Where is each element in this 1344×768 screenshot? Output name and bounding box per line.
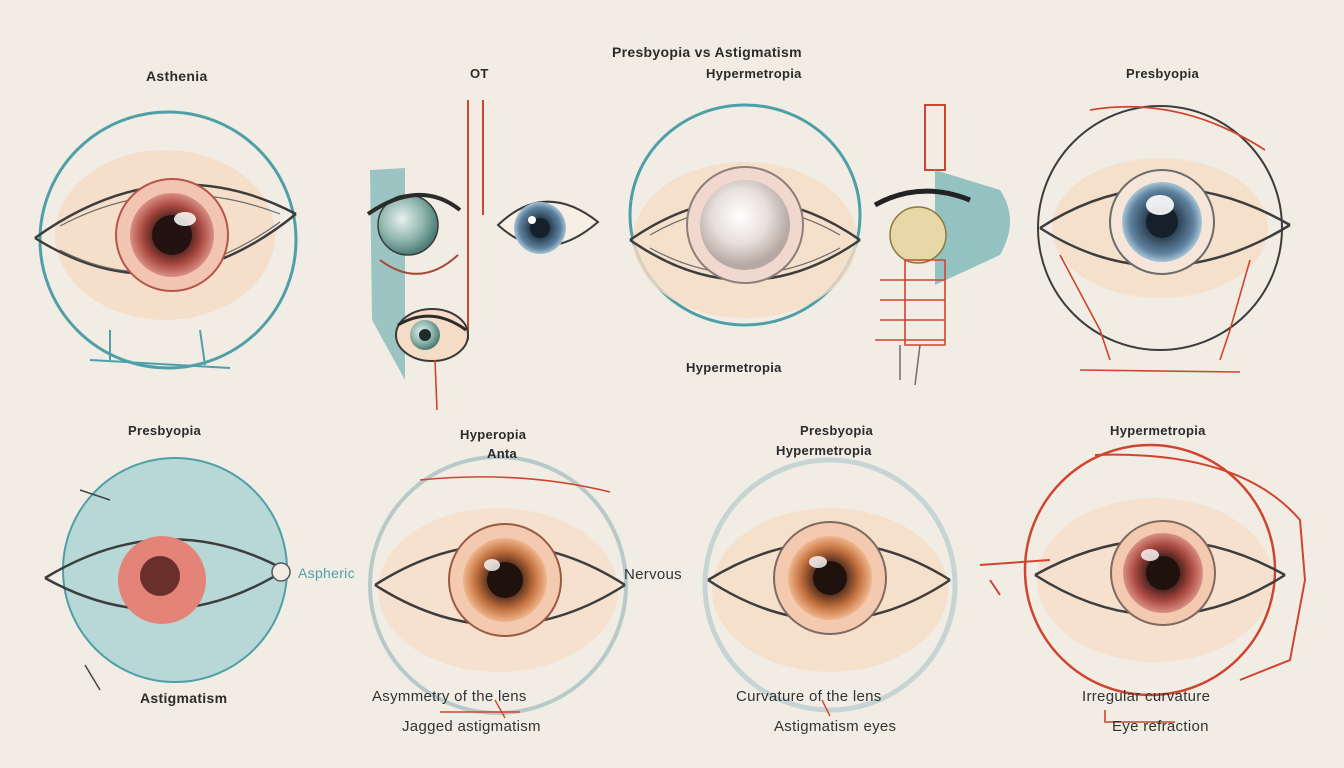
instrument-body bbox=[875, 259, 946, 346]
pointer-line bbox=[79, 489, 111, 691]
glint bbox=[1141, 549, 1159, 561]
red-bracket bbox=[1104, 710, 1175, 723]
pupil bbox=[487, 562, 523, 598]
red-frame bbox=[979, 453, 1307, 681]
glint bbox=[1146, 195, 1174, 215]
pupil bbox=[1146, 556, 1180, 590]
glint bbox=[809, 556, 827, 568]
panel3-caption-line1: Curvature of the lens bbox=[736, 688, 882, 705]
lower-small-eye bbox=[395, 308, 469, 411]
small-marker: OT bbox=[470, 66, 489, 81]
half-eye-lid bbox=[873, 188, 971, 208]
eye-panel-top-left bbox=[34, 110, 298, 370]
right-small-eye bbox=[496, 200, 600, 254]
red-tick bbox=[440, 699, 520, 719]
outer-circle bbox=[702, 457, 958, 713]
glint bbox=[174, 212, 196, 226]
eye-panel-bottom-1 bbox=[44, 457, 291, 691]
header-title-line2: Hypermetropia bbox=[706, 66, 802, 81]
half-eye-iris bbox=[889, 206, 947, 264]
teal-wedge bbox=[935, 170, 1010, 285]
red-leg bbox=[1059, 254, 1251, 373]
outer-circle bbox=[1037, 105, 1283, 351]
panel2-caption-line1: Asymmetry of the lens bbox=[372, 688, 527, 705]
panel2-title-line2: Anta bbox=[487, 446, 518, 461]
pupil bbox=[140, 556, 180, 596]
header-title-line1: Presbyopia vs Astigmatism bbox=[612, 44, 802, 60]
outer-circle bbox=[368, 455, 628, 715]
panel4-caption-line2: Eye refraction bbox=[1112, 718, 1209, 735]
panel1-side-label: Aspheric bbox=[298, 565, 355, 581]
left-panel-title: Asthenia bbox=[146, 68, 208, 84]
panel4-title: Hypermetropia bbox=[1110, 423, 1206, 438]
panel1-caption: Astigmatism bbox=[140, 690, 228, 706]
eye-panel-bottom-4 bbox=[979, 443, 1307, 723]
instrument-base bbox=[899, 344, 921, 386]
panel3-title-line1: Presbyopia bbox=[800, 423, 874, 438]
stand-line bbox=[89, 329, 231, 369]
pearl-lens bbox=[700, 180, 790, 270]
eye-panel-split-face bbox=[366, 100, 600, 411]
small-eye-lid bbox=[379, 254, 459, 275]
panel3-caption-line2: Astigmatism eyes bbox=[774, 718, 897, 735]
eye-panel-instrument bbox=[873, 104, 1010, 386]
panel4-caption-line1: Irregular curvature bbox=[1082, 688, 1211, 705]
outer-circle bbox=[628, 103, 862, 327]
right-panel-title: Presbyopia bbox=[1126, 66, 1200, 81]
panel3-title-line2: Hypermetropia bbox=[776, 443, 872, 458]
pupil bbox=[813, 561, 847, 595]
panel2-caption-line2: Jagged astigmatism bbox=[402, 718, 541, 735]
eye-panel-bottom-2 bbox=[368, 455, 628, 719]
glint bbox=[484, 559, 500, 571]
red-tick bbox=[821, 699, 831, 717]
panel2-title-line1: Hyperopia bbox=[460, 427, 527, 442]
red-guide-line bbox=[467, 100, 484, 340]
side-knob bbox=[271, 562, 291, 582]
eye-panel-bottom-3 bbox=[702, 457, 958, 717]
red-arc bbox=[1089, 105, 1266, 151]
panel1-title: Presbyopia bbox=[128, 423, 202, 438]
eye-panel-top-right bbox=[1037, 105, 1291, 373]
eye-panel-top-center bbox=[628, 103, 862, 327]
red-arc bbox=[419, 476, 611, 493]
top-center-caption: Hypermetropia bbox=[686, 360, 782, 375]
small-eye-lid bbox=[366, 192, 462, 216]
instrument-rod bbox=[924, 104, 946, 171]
panel2-side-label: Nervous bbox=[624, 566, 682, 583]
